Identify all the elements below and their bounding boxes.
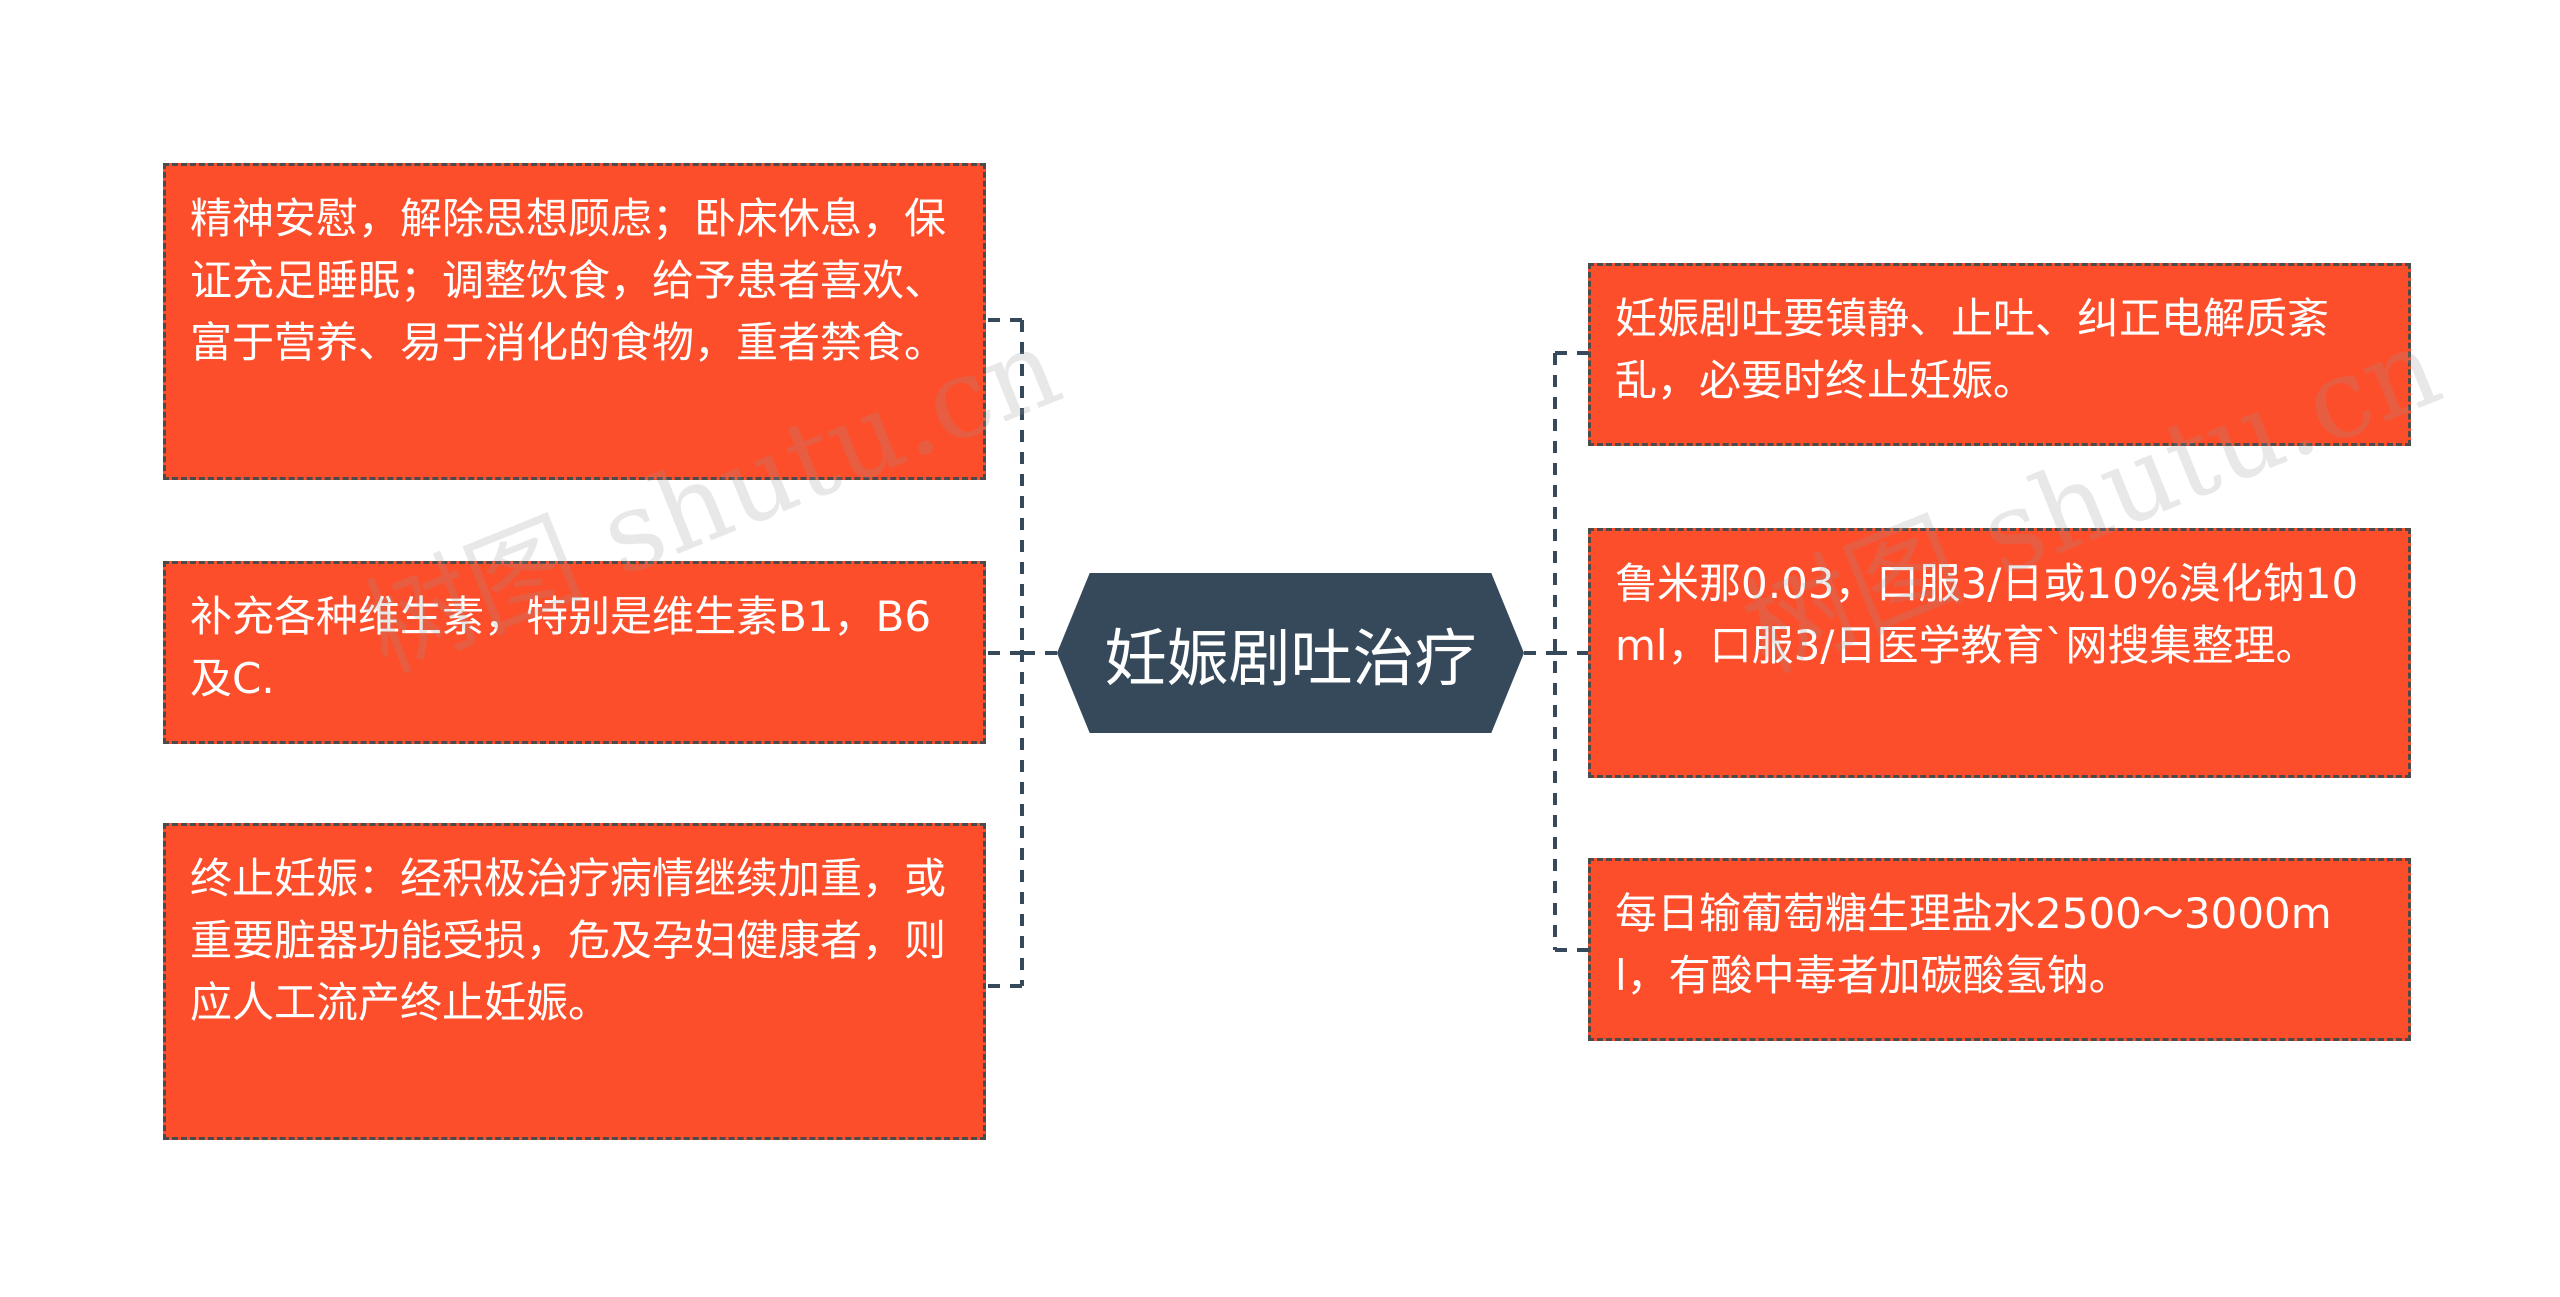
node-text: 每日输葡萄糖生理盐水2500～3000ml，有酸中毒者加碳酸氢钠。 (1615, 889, 2332, 1000)
central-topic-label: 妊娠剧吐治疗 (1104, 622, 1477, 695)
node-text: 妊娠剧吐要镇静、止吐、纠正电解质紊乱，必要时终止妊娠。 (1615, 294, 2330, 405)
right-node-fluid-infusion[interactable]: 每日输葡萄糖生理盐水2500～3000ml，有酸中毒者加碳酸氢钠。 (1588, 858, 2411, 1041)
node-text: 鲁米那0.03，口服3/日或10%溴化钠10ml，口服3/日医学教育`网搜集整理… (1615, 559, 2359, 670)
node-text: 补充各种维生素，特别是维生素B1，B6及C. (190, 592, 932, 703)
node-text: 精神安慰，解除思想顾虑；卧床休息，保证充足睡眠；调整饮食，给予患者喜欢、富于营养… (190, 194, 947, 367)
node-text: 终止妊娠：经积极治疗病情继续加重，或重要脏器功能受损，危及孕妇健康者，则应人工流… (190, 854, 947, 1027)
left-node-vitamins[interactable]: 补充各种维生素，特别是维生素B1，B6及C. (163, 561, 986, 744)
right-node-treatment-principle[interactable]: 妊娠剧吐要镇静、止吐、纠正电解质紊乱，必要时终止妊娠。 (1588, 263, 2411, 446)
left-node-terminate-pregnancy[interactable]: 终止妊娠：经积极治疗病情继续加重，或重要脏器功能受损，危及孕妇健康者，则应人工流… (163, 823, 986, 1140)
central-topic[interactable]: 妊娠剧吐治疗 (1057, 573, 1524, 733)
right-node-sedation-drugs[interactable]: 鲁米那0.03，口服3/日或10%溴化钠10ml，口服3/日医学教育`网搜集整理… (1588, 528, 2411, 778)
left-node-rest-and-diet[interactable]: 精神安慰，解除思想顾虑；卧床休息，保证充足睡眠；调整饮食，给予患者喜欢、富于营养… (163, 163, 986, 480)
